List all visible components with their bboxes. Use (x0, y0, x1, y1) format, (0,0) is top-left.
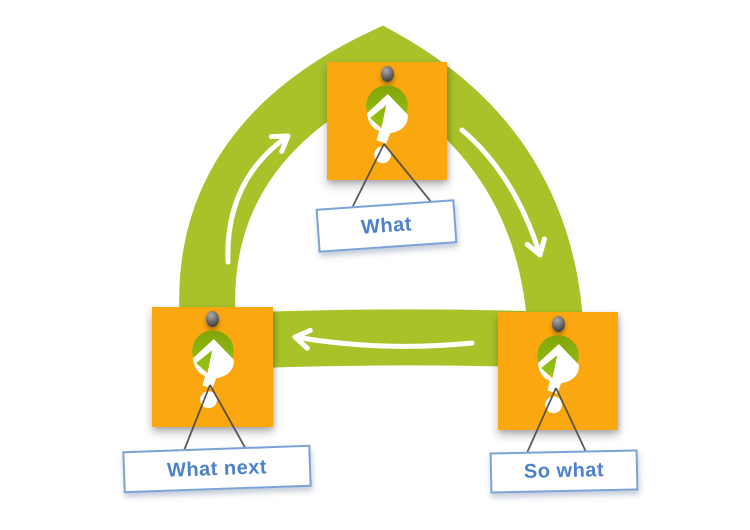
note-what-next (152, 307, 273, 427)
label-what-next-text: What next (166, 455, 268, 482)
push-pin-icon (380, 66, 394, 82)
label-what-next: What next (122, 444, 312, 494)
arrow-up-left-side-icon (225, 133, 291, 265)
arrow-left-bottom-icon (292, 327, 475, 351)
question-mark-icon (366, 85, 408, 164)
note-so-what (498, 312, 618, 430)
arrow-down-right-side-icon (459, 127, 547, 258)
label-what-text: What (360, 212, 413, 239)
label-what: What (315, 199, 458, 253)
question-mark-icon (537, 335, 579, 414)
question-mark-icon (191, 330, 234, 409)
label-so-what-text: So what (523, 459, 605, 483)
push-pin-icon (551, 316, 565, 332)
push-pin-icon (206, 311, 219, 327)
note-what (327, 62, 447, 180)
label-so-what: So what (489, 449, 639, 494)
